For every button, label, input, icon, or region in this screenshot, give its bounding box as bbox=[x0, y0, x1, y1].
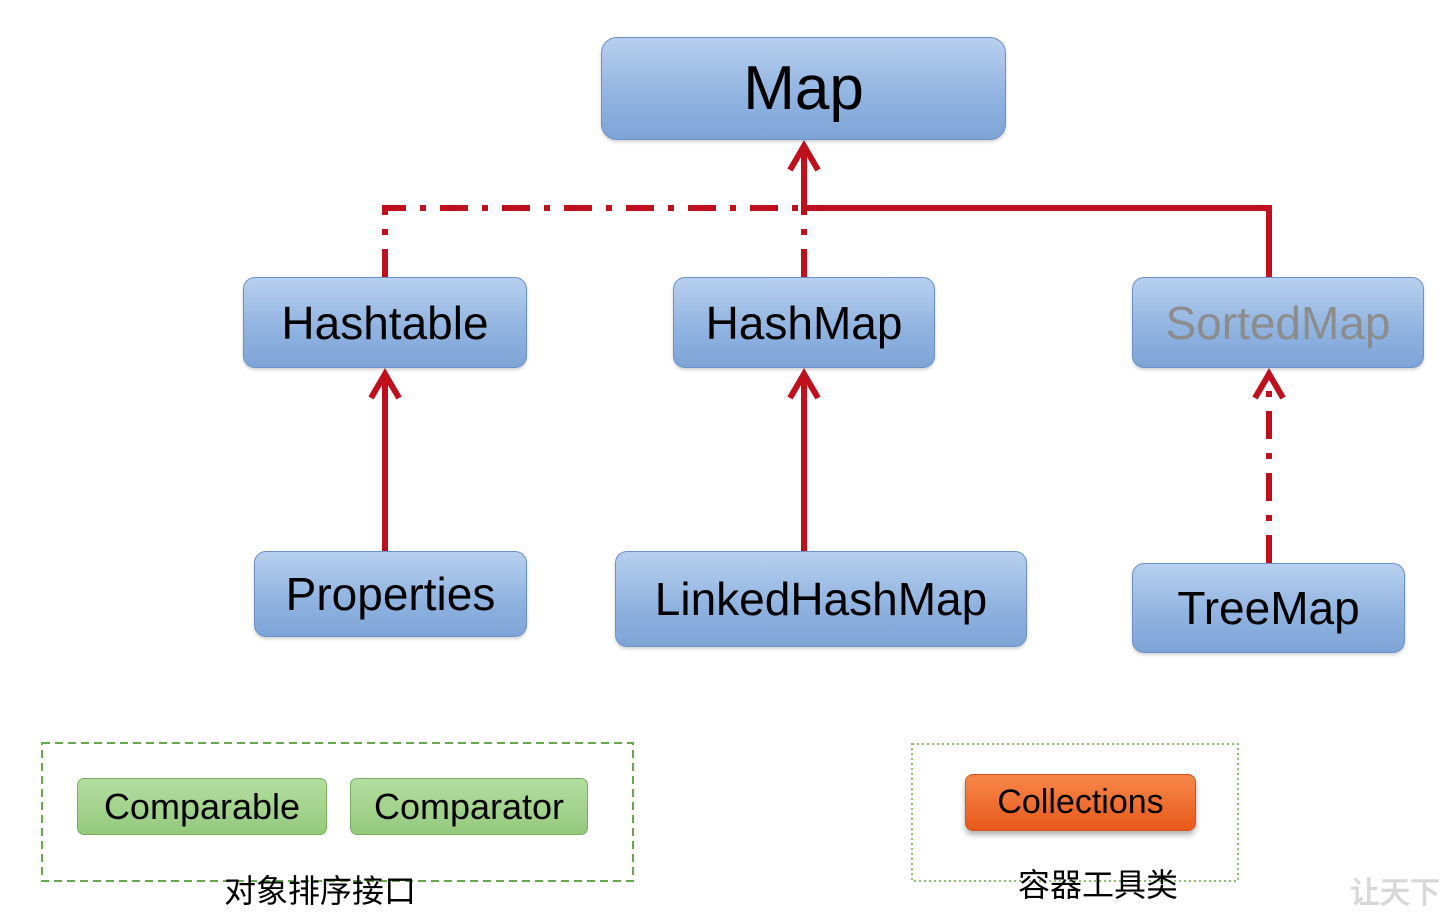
collections-label: Collections bbox=[997, 783, 1164, 821]
node-treemap-label: TreeMap bbox=[1177, 582, 1360, 634]
node-sortedmap: SortedMap bbox=[1132, 277, 1424, 368]
node-properties: Properties bbox=[254, 551, 527, 637]
edge-hashtable-to-map bbox=[382, 205, 804, 277]
arrowhead-map bbox=[787, 140, 821, 172]
utility-group-border bbox=[911, 743, 1239, 882]
node-sortedmap-label: SortedMap bbox=[1165, 296, 1391, 349]
node-treemap: TreeMap bbox=[1132, 563, 1405, 653]
comparable-label: Comparable bbox=[103, 785, 301, 827]
arrowhead-hashtable bbox=[368, 368, 402, 400]
edge-sortedmap-to-map bbox=[801, 146, 1272, 277]
comparable-box: Comparable bbox=[77, 778, 327, 835]
node-properties-label: Properties bbox=[285, 568, 496, 620]
node-hashmap-label: HashMap bbox=[705, 296, 903, 349]
collections-box: Collections bbox=[965, 774, 1196, 831]
node-linkedhashmap: LinkedHashMap bbox=[615, 551, 1027, 647]
utility-group-caption: 容器工具类 bbox=[1018, 866, 1179, 904]
node-map: Map bbox=[601, 37, 1006, 140]
watermark-text: 让天下 bbox=[1350, 876, 1440, 911]
arrowhead-hashmap bbox=[787, 368, 821, 400]
node-hashmap: HashMap bbox=[673, 277, 935, 368]
comparator-label: Comparator bbox=[373, 785, 565, 827]
node-map-label: Map bbox=[743, 54, 864, 123]
node-hashtable-label: Hashtable bbox=[281, 296, 489, 349]
arrowhead-sortedmap bbox=[1252, 368, 1286, 400]
comparator-box: Comparator bbox=[350, 778, 588, 835]
node-hashtable: Hashtable bbox=[243, 277, 527, 368]
sorting-group-caption: 对象排序接口 bbox=[224, 872, 417, 910]
node-linkedhashmap-label: LinkedHashMap bbox=[654, 573, 988, 625]
